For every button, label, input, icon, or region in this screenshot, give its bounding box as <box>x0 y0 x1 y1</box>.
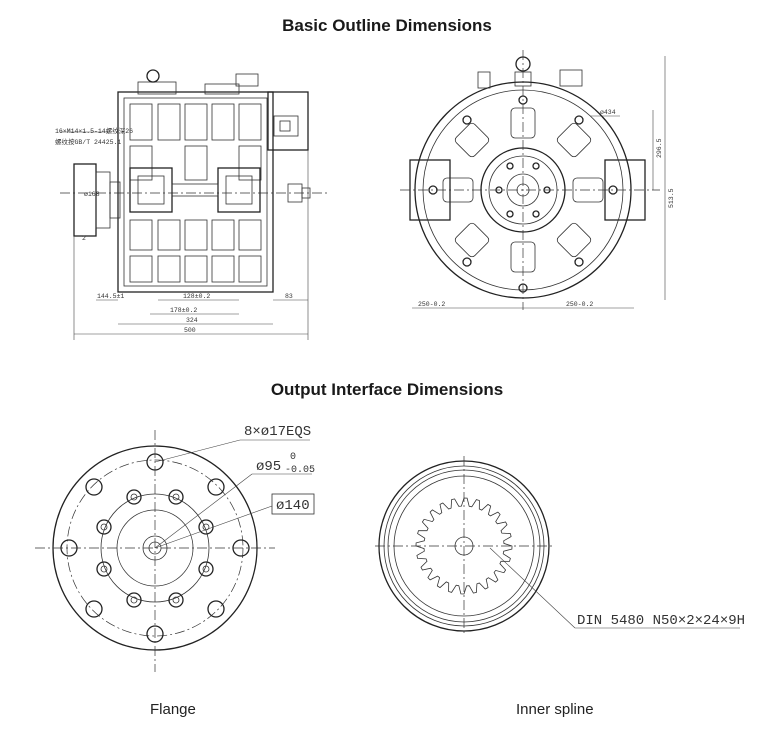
dim-phi: ø168 <box>84 191 100 198</box>
dim-324: 324 <box>186 317 198 324</box>
interface-title: Output Interface Dimensions <box>270 380 504 399</box>
dim-250-right: 250-0.2 <box>566 301 593 308</box>
dim-144: 144.5±1 <box>97 293 124 300</box>
thread-note-2: 螺纹按GB/T 24425.1 <box>55 137 121 146</box>
dim-178: 178±0.2 <box>170 307 197 314</box>
flange-bore-label: ø95 <box>256 459 281 475</box>
thread-note-1: 16×M14×1.5-14螺纹深26 <box>55 126 133 135</box>
spline-drawing <box>375 456 740 636</box>
flange-bore-tol-lower: -0.05 <box>285 465 315 476</box>
dim-513: 513.5 <box>668 188 675 208</box>
dim-83: 83 <box>285 293 293 300</box>
dim-434: ø434 <box>600 109 616 116</box>
dim-2: 2 <box>82 235 86 242</box>
dim-128: 128±0.2 <box>183 293 210 300</box>
side-view <box>60 69 330 340</box>
flange-caption: Flange <box>150 701 196 718</box>
spline-spec-label: DIN 5480 N50×2×24×9H <box>577 613 745 629</box>
flange-holes-label: 8×ø17EQS <box>244 424 311 440</box>
dim-296: 296.5 <box>656 138 663 158</box>
front-view <box>400 50 666 310</box>
outline-title: Basic Outline Dimensions <box>282 16 492 35</box>
dim-250-left: 250-0.2 <box>418 301 445 308</box>
spline-caption: Inner spline <box>516 701 594 718</box>
dim-500: 500 <box>184 327 196 334</box>
flange-drawing <box>35 430 315 672</box>
flange-pcd-label: ø140 <box>276 498 310 514</box>
flange-bore-tol-upper: 0 <box>290 452 296 463</box>
